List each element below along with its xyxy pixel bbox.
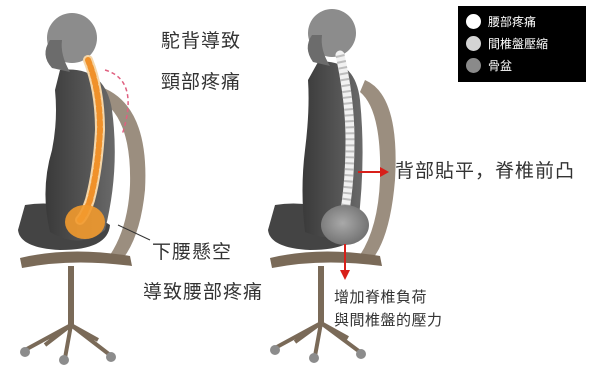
left-chair-seat	[20, 251, 132, 268]
right-chair-post	[318, 266, 324, 324]
legend-label: 間椎盤壓縮	[488, 35, 548, 52]
legend: 腰部疼痛 間椎盤壓縮 骨盆	[458, 6, 586, 82]
legend-item-pelvis: 骨盆	[466, 54, 578, 76]
lower-back-label-line1: 下腰懸空	[152, 243, 232, 262]
legend-label: 腰部疼痛	[488, 13, 536, 30]
right-figure	[268, 9, 396, 363]
left-chair-legs	[25, 325, 110, 358]
right-pelvis	[321, 205, 369, 245]
hunchback-label-line2: 頸部疼痛	[161, 73, 241, 92]
right-chair-seat	[270, 251, 382, 268]
legend-item-lower-back-pain: 腰部疼痛	[466, 10, 578, 32]
pressure-label-line1: 增加脊椎負荷	[334, 290, 427, 305]
flat-back-label: 背部貼平，脊椎前凸	[395, 162, 575, 181]
legend-dot-icon	[466, 14, 481, 29]
legend-dot-icon	[466, 36, 481, 51]
lower-back-label-line2: 導致腰部疼痛	[143, 283, 263, 302]
pressure-label-line2: 與間椎盤的壓力	[334, 313, 443, 328]
hunchback-label-line1: 駝背導致	[161, 32, 241, 51]
legend-label: 骨盆	[488, 57, 512, 74]
left-chair-post	[68, 266, 74, 326]
legend-dot-icon	[466, 58, 481, 73]
left-pelvis	[65, 205, 105, 239]
left-figure	[18, 13, 150, 365]
legend-item-disc-compression: 間椎盤壓縮	[466, 32, 578, 54]
